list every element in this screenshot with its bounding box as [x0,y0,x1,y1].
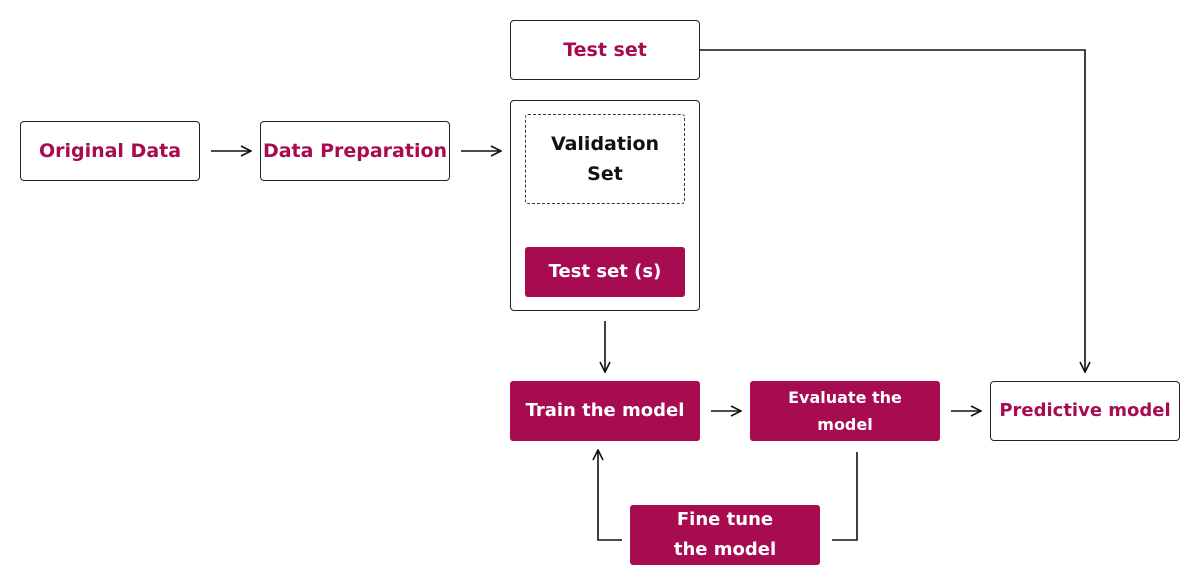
validation-set-node: Validation Set [525,114,685,204]
original-data-label: Original Data [38,140,182,162]
arrow-evaluate-to-finetune [832,452,858,541]
original-data-node: Original Data [20,121,200,181]
train-model-label: Train the model [525,400,685,421]
validation-set-label-line2: Set [587,163,623,185]
data-preparation-label: Data Preparation [262,140,448,162]
evaluate-model-node: Evaluate the model [750,381,940,441]
evaluate-label-line1: Evaluate the [788,388,902,407]
test-set-top-node: Test set [510,20,700,80]
validation-set-label-line1: Validation [550,133,660,155]
fine-tune-label-line1: Fine tune [676,509,774,530]
arrow-testset-to-predictive [700,49,1085,372]
train-model-node: Train the model [510,381,700,441]
evaluate-label-line2: model [817,415,873,434]
test-sets-node: Test set (s) [525,247,685,297]
predictive-model-node: Predictive model [990,381,1180,441]
arrow-finetune-to-train [598,450,622,541]
fine-tune-label-line2: the model [673,539,777,560]
data-preparation-node: Data Preparation [260,121,450,181]
test-set-top-label: Test set [563,39,647,61]
fine-tune-node: Fine tune the model [630,505,820,565]
test-sets-label: Test set (s) [548,261,662,282]
predictive-model-label: Predictive model [999,400,1171,421]
